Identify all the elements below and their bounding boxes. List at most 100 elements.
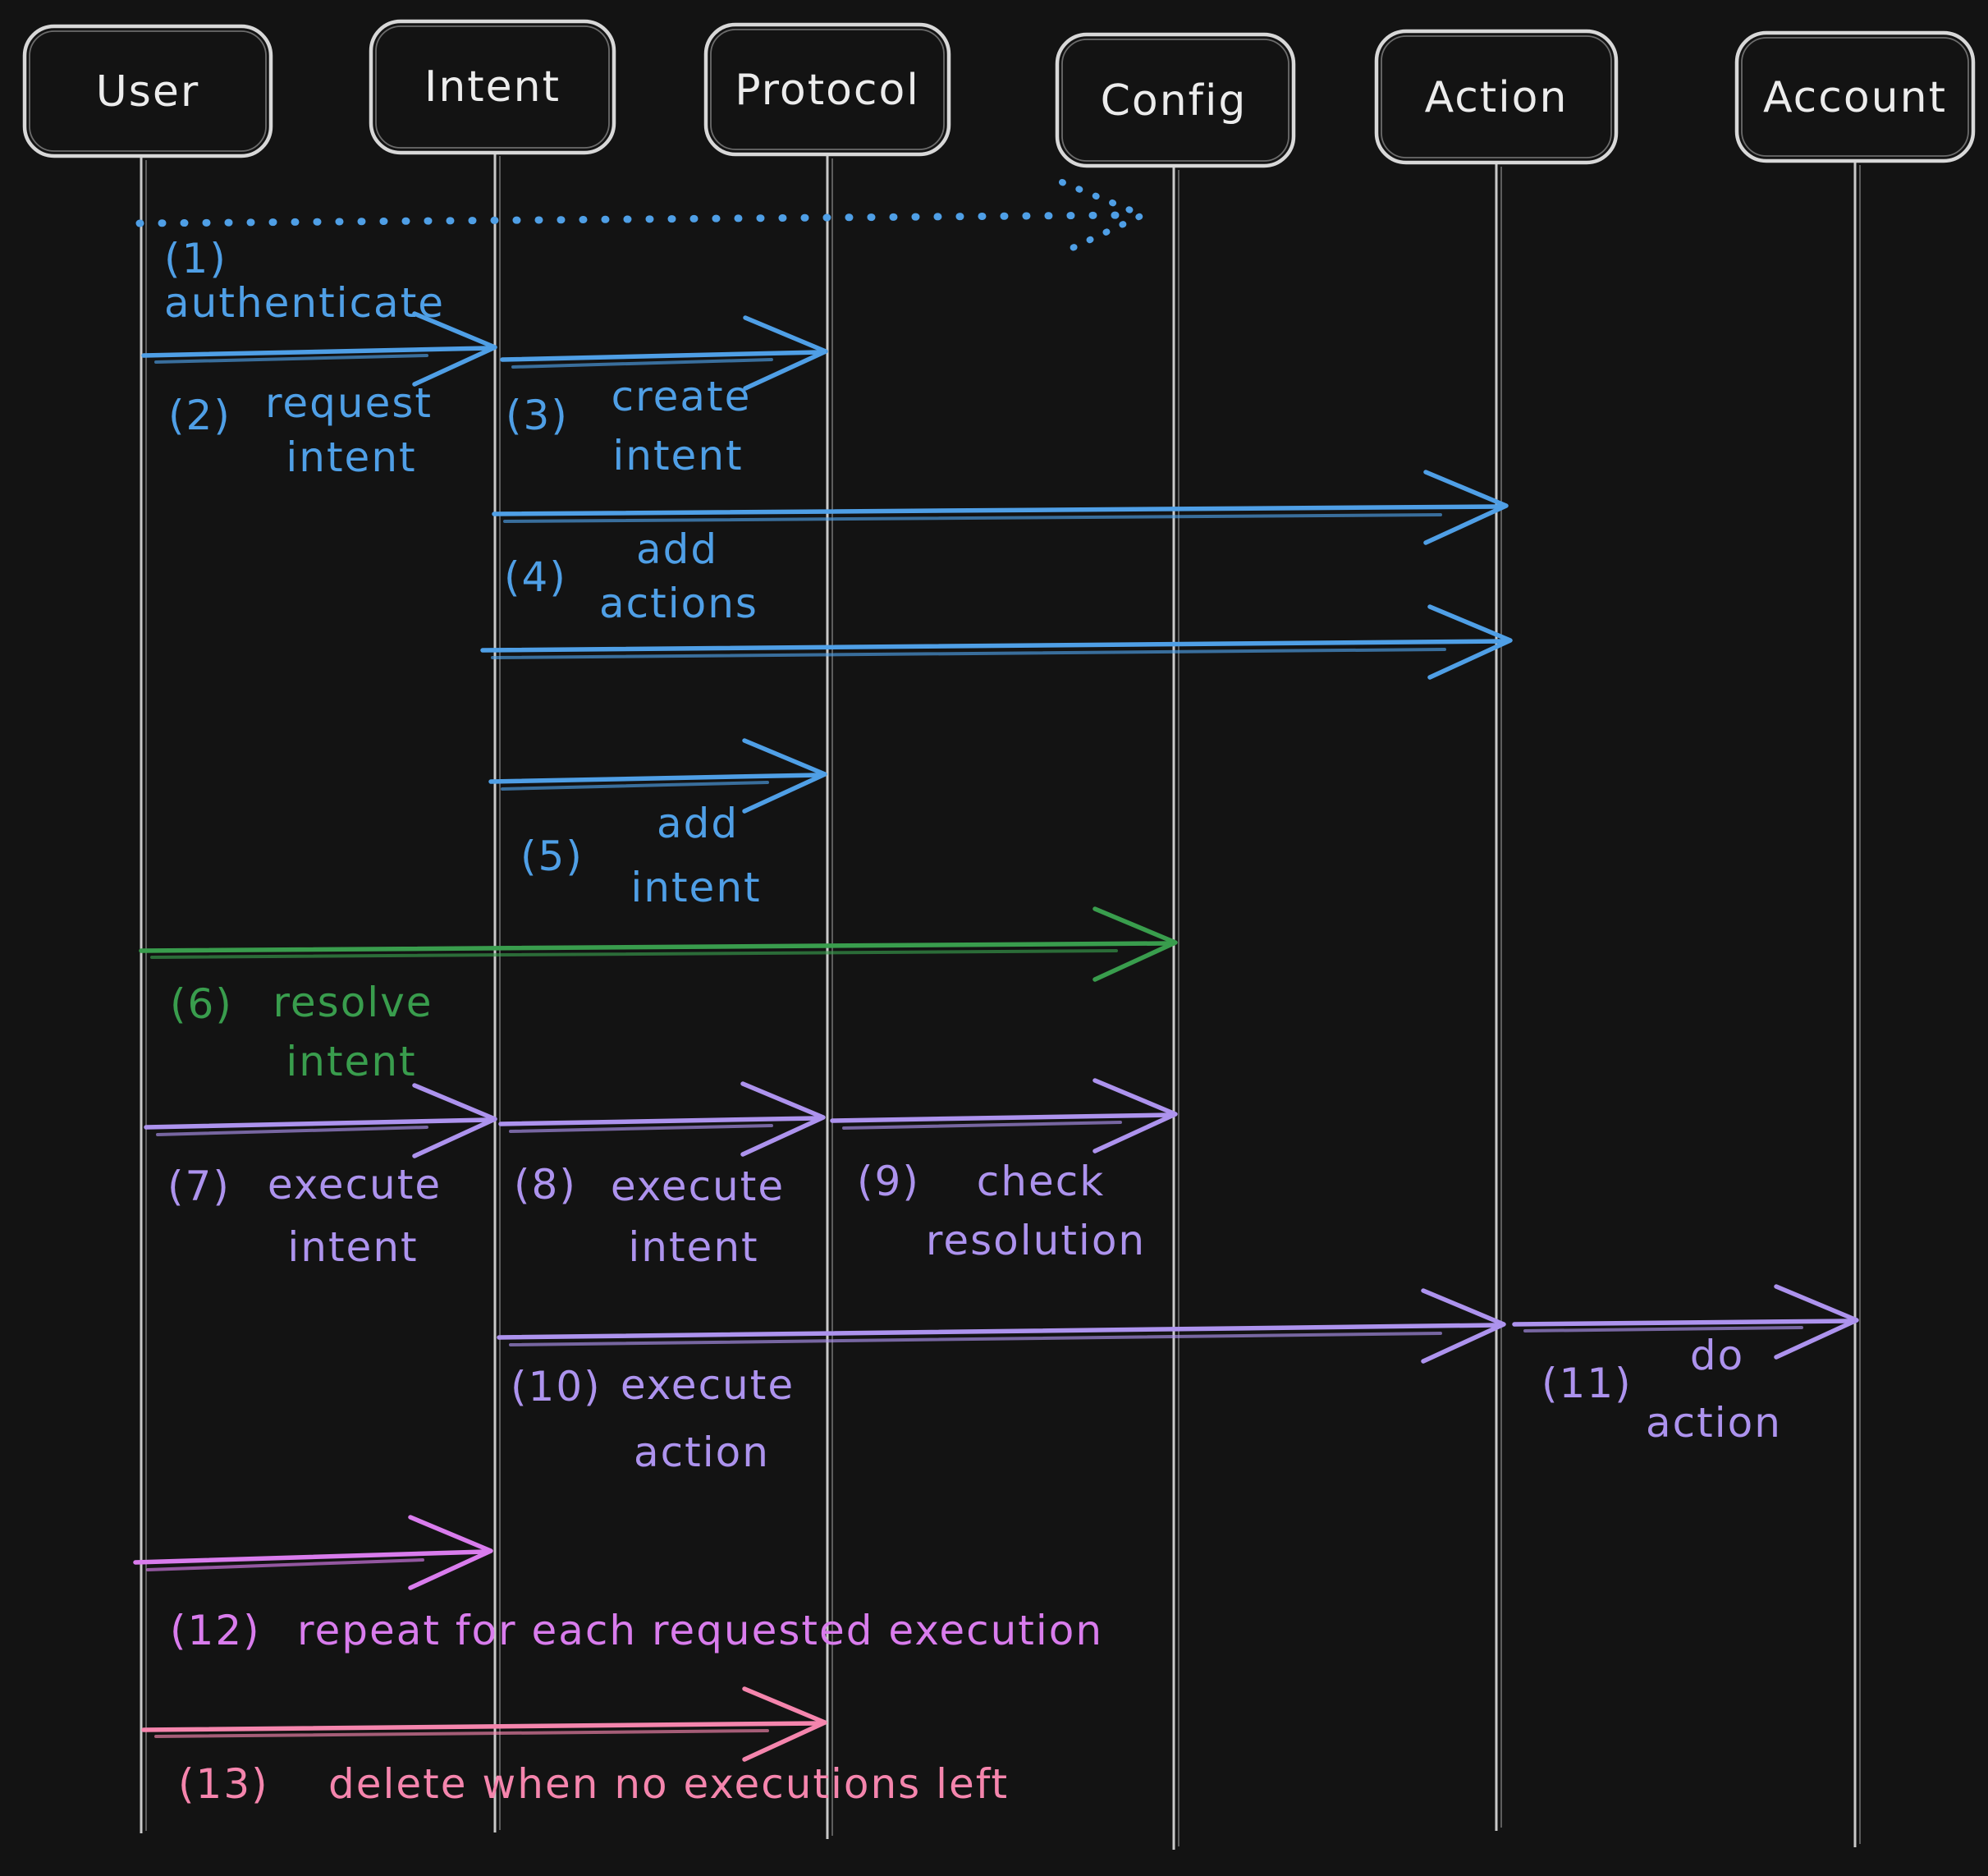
message-3-arrow: [500, 350, 822, 362]
message-10: (10) execute action: [497, 1288, 1506, 1476]
message-2-number: (2): [168, 392, 231, 439]
message-10-arrow-overdraw: [509, 1332, 1442, 1346]
message-4-arrowhead-b: [1427, 604, 1513, 680]
message-2-label-line1: request: [265, 379, 433, 427]
message-2-arrow-overdraw: [154, 354, 428, 364]
actor-box-account: [1734, 30, 1976, 163]
message-5-label-line1: add: [657, 800, 739, 847]
message-8-label-line2: intent: [628, 1223, 758, 1271]
actor-box-protocol-overdraw: [710, 29, 945, 150]
actor-box-action-overdraw: [1381, 35, 1612, 158]
message-13-label-line1: delete when no executions left: [328, 1760, 1009, 1808]
message-9-label-line1: check: [977, 1158, 1105, 1205]
actor-config: Config: [1055, 32, 1296, 168]
message-13-arrow: [141, 1721, 821, 1732]
message-13: (13) delete when no executions left: [141, 1686, 1009, 1808]
message-1-label-line1: authenticate: [164, 279, 445, 327]
message-9: (9) check resolution: [830, 1078, 1178, 1264]
message-1-arrowhead: [1059, 179, 1151, 255]
actor-action: Action: [1374, 29, 1619, 165]
message-5-arrowhead: [742, 738, 827, 814]
message-12-arrow-overdraw: [146, 1558, 424, 1571]
message-3-number: (3): [506, 392, 569, 439]
message-13-arrowhead: [742, 1686, 827, 1762]
actor-label-intent: Intent: [424, 62, 561, 112]
message-1: (1) authenticate: [135, 179, 1151, 327]
message-5-number: (5): [520, 833, 584, 880]
message-3: (3) create intent: [500, 315, 828, 479]
message-4-label-line1: add: [636, 525, 718, 573]
actor-box-config: [1055, 32, 1296, 168]
actor-protocol: Protocol: [703, 22, 951, 157]
message-9-number: (9): [857, 1158, 920, 1205]
message-9-arrowhead: [1092, 1078, 1178, 1154]
message-7-arrowhead: [412, 1083, 497, 1158]
message-2-label-line2: intent: [286, 433, 416, 481]
message-4-arrow-b: [480, 639, 1506, 653]
message-10-arrowhead: [1421, 1288, 1506, 1364]
actor-user: User: [22, 24, 273, 158]
message-7-number: (7): [167, 1163, 231, 1210]
lifelines: [140, 152, 1861, 1850]
message-4-arrow-a-overdraw: [503, 513, 1442, 523]
message-10-arrow: [497, 1323, 1500, 1340]
message-10-label-line2: action: [634, 1429, 770, 1476]
message-9-label-line2: resolution: [926, 1217, 1146, 1264]
message-10-label-line1: execute: [621, 1361, 795, 1409]
actor-box-intent: [369, 19, 616, 155]
message-7-label-line2: intent: [287, 1223, 418, 1271]
message-1-arrow: [135, 211, 1130, 227]
actor-label-user: User: [96, 67, 200, 117]
actor-label-account: Account: [1763, 73, 1947, 122]
message-12: (12) repeat for each requested execution: [133, 1515, 1103, 1654]
message-6: (6) resolve intent: [139, 906, 1178, 1085]
message-1-number: (1): [164, 235, 227, 282]
message-3-label-line1: create: [612, 373, 752, 420]
message-6-arrowhead: [1092, 906, 1178, 982]
message-7: (7) execute intent: [144, 1083, 497, 1271]
actor-box-user: [22, 24, 273, 158]
message-5-arrow: [488, 773, 821, 784]
message-7-label-line1: execute: [268, 1161, 442, 1209]
message-3-arrow-overdraw: [511, 358, 773, 369]
message-8-arrow-overdraw: [509, 1124, 773, 1133]
actor-label-action: Action: [1425, 73, 1569, 122]
message-12-arrow: [133, 1549, 487, 1565]
message-2: (2) request intent: [141, 311, 497, 481]
message-8-arrowhead: [740, 1081, 826, 1157]
actor-account: Account: [1734, 30, 1976, 163]
message-11-arrow: [1512, 1319, 1853, 1327]
message-4-arrow-a: [492, 504, 1502, 516]
message-12-number: (12): [170, 1607, 261, 1654]
message-12-arrowhead: [408, 1515, 493, 1590]
message-13-number: (13): [178, 1760, 269, 1808]
message-4-arrowhead-a: [1423, 470, 1509, 545]
actor-box-action: [1374, 29, 1619, 165]
message-6-arrow: [139, 941, 1171, 953]
message-13-arrow-overdraw: [154, 1729, 769, 1738]
message-6-number: (6): [170, 980, 233, 1028]
message-6-label-line1: resolve: [273, 979, 433, 1026]
message-9-arrow: [830, 1112, 1171, 1123]
message-11-label-line2: action: [1646, 1399, 1782, 1447]
message-5: (5) add intent: [488, 738, 827, 911]
message-4: (4) add actions: [480, 470, 1513, 680]
message-9-arrow-overdraw: [842, 1121, 1122, 1130]
message-8-label-line1: execute: [611, 1163, 785, 1210]
message-10-number: (10): [511, 1363, 602, 1410]
message-11-number: (11): [1541, 1360, 1633, 1407]
message-3-arrowhead: [743, 315, 828, 391]
message-2-arrow: [141, 346, 491, 358]
message-7-arrow-overdraw: [156, 1126, 428, 1136]
message-5-arrow-overdraw: [501, 781, 769, 791]
message-3-label-line2: intent: [612, 432, 743, 479]
message-11-arrowhead: [1774, 1284, 1859, 1360]
message-12-label-line1: repeat for each requested execution: [297, 1607, 1103, 1654]
message-11: (11) do action: [1512, 1284, 1859, 1447]
message-8-arrow: [498, 1116, 819, 1126]
message-2-arrowhead: [412, 311, 497, 387]
message-8-number: (8): [514, 1161, 577, 1209]
actor-box-account-overdraw: [1741, 37, 1969, 157]
